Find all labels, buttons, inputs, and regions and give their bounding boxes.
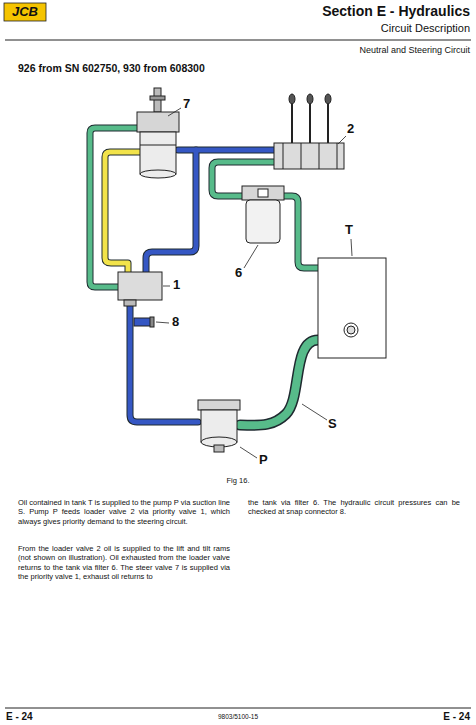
callout-number: 6 [235, 265, 242, 281]
snap-connector [134, 317, 154, 327]
body-paragraph: From the loader valve 2 oil is supplied … [18, 544, 230, 582]
return-hose [283, 196, 318, 268]
section-subtitle: Circuit Description [381, 22, 470, 36]
steer-supply-hose [105, 152, 140, 272]
document-number: 9803/5100-15 [0, 713, 476, 721]
logo-badge [4, 3, 46, 21]
callout-number: T [345, 222, 353, 238]
body-paragraph: the tank via filter 6. The hydraulic cir… [248, 498, 460, 517]
return-hose [90, 128, 140, 287]
priority-valve [118, 272, 162, 306]
callout-number: P [259, 452, 268, 468]
callout-number: 1 [173, 277, 180, 293]
callout-number: 7 [183, 96, 190, 112]
logo-text: JCB [4, 4, 46, 20]
tank [318, 258, 386, 358]
leader-lines [156, 108, 352, 458]
section-title: Section E - Hydraulics [322, 3, 470, 21]
header-rule [5, 40, 471, 41]
pump [198, 400, 240, 452]
figure-caption: Fig 16. [0, 476, 476, 485]
pump-hose [130, 300, 198, 422]
loader-valve [274, 94, 344, 169]
filter [242, 186, 284, 243]
page-subject: Neutral and Steering Circuit [359, 45, 470, 56]
callout-number: 8 [172, 314, 179, 330]
pressure-hose [178, 148, 276, 153]
hoses [90, 128, 318, 425]
model-range: 926 from SN 602750, 930 from 608300 [18, 62, 205, 75]
steer-valve [137, 88, 179, 178]
suction-line [240, 340, 318, 425]
callout-number: 2 [347, 121, 354, 137]
callout-number: S [328, 416, 337, 432]
page-number: E - 24 [6, 711, 33, 724]
footer-rule [5, 708, 471, 709]
page-number: E - 24 [443, 711, 470, 724]
body-paragraph: Oil contained in tank T is supplied to t… [18, 498, 230, 526]
